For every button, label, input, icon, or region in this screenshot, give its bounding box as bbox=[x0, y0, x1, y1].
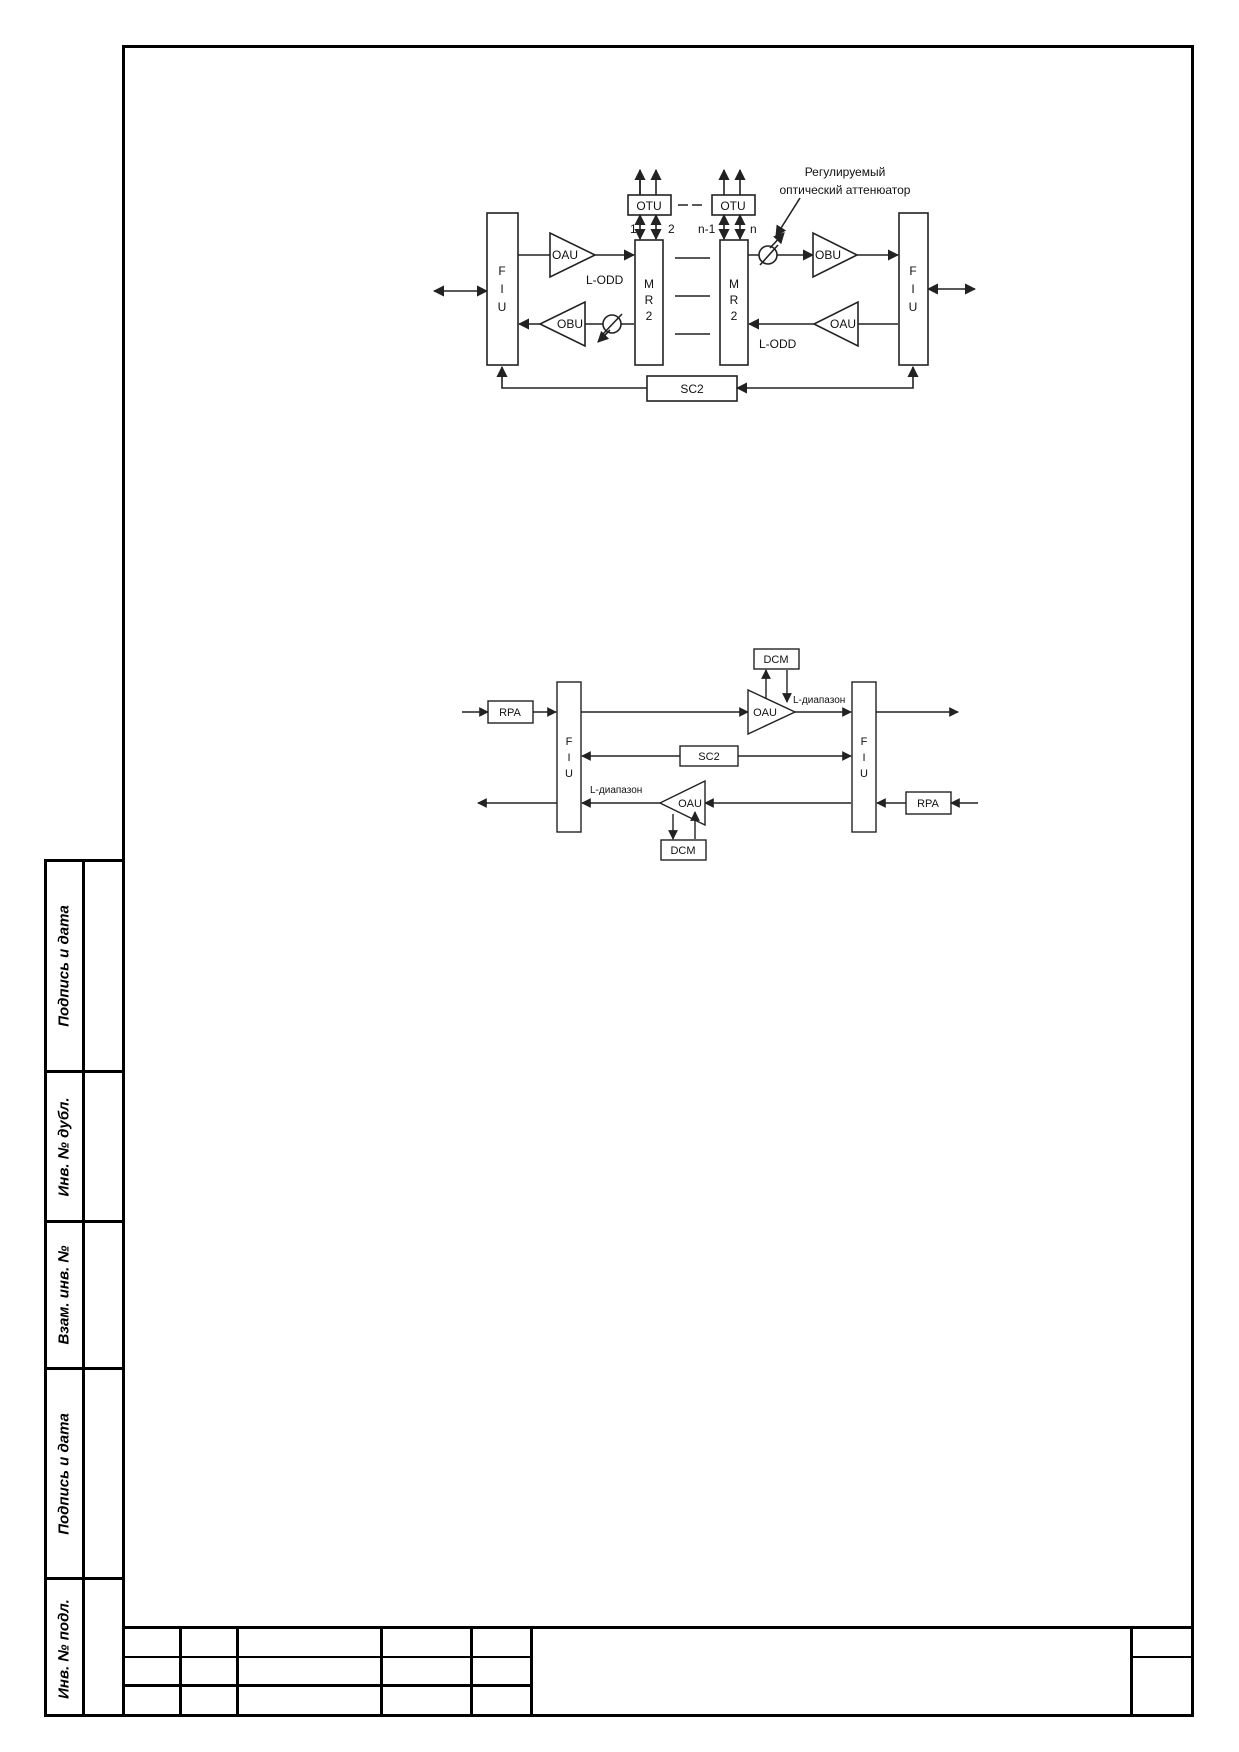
sidebar-cell-replace-inv: Взам. инв. № bbox=[47, 1223, 122, 1370]
otu-box-1 bbox=[627, 194, 672, 216]
sc2-label: SC2 bbox=[698, 751, 719, 763]
mr2-box-left bbox=[634, 239, 664, 366]
fiu-right-letter: I bbox=[862, 752, 865, 764]
dwdm-node-diagram: F I U F I U M R 2 M R 2 OTU OTU OAU OBU … bbox=[432, 165, 977, 402]
l-band-label: L-диапазон bbox=[793, 695, 845, 706]
rpa-label: RPA bbox=[499, 707, 521, 719]
mr2-right-letter: 2 bbox=[731, 309, 738, 323]
oau-label: OAU bbox=[753, 707, 777, 719]
drawing-frame bbox=[122, 45, 1194, 1717]
mr2-left-letter: 2 bbox=[646, 309, 653, 323]
l-odd-label: L-ODD bbox=[586, 273, 624, 287]
sidebar-label: Подпись и дата bbox=[55, 905, 73, 1027]
fiu-left-letter: I bbox=[500, 282, 503, 296]
sidebar-cell-signature-date-1: Подпись и дата bbox=[47, 862, 122, 1073]
fiu-left-letter: F bbox=[566, 736, 573, 748]
line-amplifier-diagram: RPA RPA F I U F I U OAU OAU DCM DCM SC2 … bbox=[462, 648, 978, 861]
dcm-label: DCM bbox=[763, 654, 788, 666]
attenuator-caption-2: оптический аттенюатор bbox=[780, 183, 911, 197]
oau-label: OAU bbox=[830, 317, 856, 331]
fiu-box-right bbox=[851, 681, 877, 833]
obu-amp-top bbox=[812, 231, 859, 279]
attenuator-caption-1: Регулируемый bbox=[805, 165, 886, 179]
left-sidebar: Подпись и дата Инв. № дубл. Взам. инв. №… bbox=[44, 859, 122, 1717]
sidebar-cell-signature-date-2: Подпись и дата bbox=[47, 1370, 122, 1580]
fiu-right-letter: U bbox=[860, 768, 868, 780]
obu-amp-bottom bbox=[538, 300, 586, 348]
oau-amp-top bbox=[549, 231, 597, 279]
rpa-label: RPA bbox=[917, 798, 939, 810]
oau-amp-bottom bbox=[812, 300, 859, 348]
oau-label: OAU bbox=[678, 798, 702, 810]
dcm-box-top bbox=[753, 648, 800, 670]
sc2-label: SC2 bbox=[680, 382, 704, 396]
fiu-left-letter: F bbox=[498, 264, 505, 278]
sidebar-label: Подпись и дата bbox=[55, 1412, 73, 1535]
l-odd-label: L-ODD bbox=[759, 337, 797, 351]
fiu-left-letter: I bbox=[567, 752, 570, 764]
dcm-label: DCM bbox=[670, 845, 695, 857]
mr2-right-letter: R bbox=[730, 293, 739, 307]
sidebar-label: Взам. инв. № bbox=[55, 1245, 73, 1345]
otu-label: OTU bbox=[720, 199, 745, 213]
port-label: n bbox=[750, 222, 757, 236]
port-label: n-1 bbox=[698, 222, 716, 236]
fiu-left-letter: U bbox=[498, 300, 507, 314]
mr2-left-letter: R bbox=[645, 293, 654, 307]
fiu-left-letter: U bbox=[565, 768, 573, 780]
otu-box-2 bbox=[711, 194, 756, 216]
otu-label: OTU bbox=[636, 199, 661, 213]
fiu-right-letter: I bbox=[911, 282, 914, 296]
l-band-label: L-диапазон bbox=[590, 785, 642, 796]
fiu-box-right bbox=[898, 212, 929, 366]
dcm-box-bottom bbox=[660, 839, 707, 861]
fiu-right-letter: U bbox=[909, 300, 918, 314]
fiu-box-left bbox=[486, 212, 519, 366]
sidebar-label: Инв. № дубл. bbox=[55, 1097, 73, 1196]
oau-label: OAU bbox=[552, 248, 578, 262]
port-label: 2 bbox=[668, 222, 675, 236]
sidebar-label: Инв. № подл. bbox=[55, 1598, 73, 1699]
mr2-box-right bbox=[719, 239, 749, 366]
obu-label: OBU bbox=[557, 317, 583, 331]
obu-label: OBU bbox=[815, 248, 841, 262]
fiu-right-letter: F bbox=[861, 736, 868, 748]
fiu-box-left bbox=[556, 681, 582, 833]
port-label: 1 bbox=[630, 222, 637, 236]
sidebar-cell-dup-inv: Инв. № дубл. bbox=[47, 1073, 122, 1223]
title-block bbox=[122, 1626, 1194, 1717]
mr2-left-letter: M bbox=[644, 277, 654, 291]
fiu-right-letter: F bbox=[909, 264, 916, 278]
mr2-right-letter: M bbox=[729, 277, 739, 291]
oau-amp-top bbox=[747, 688, 797, 736]
sidebar-cell-original-inv: Инв. № подл. bbox=[47, 1580, 122, 1717]
